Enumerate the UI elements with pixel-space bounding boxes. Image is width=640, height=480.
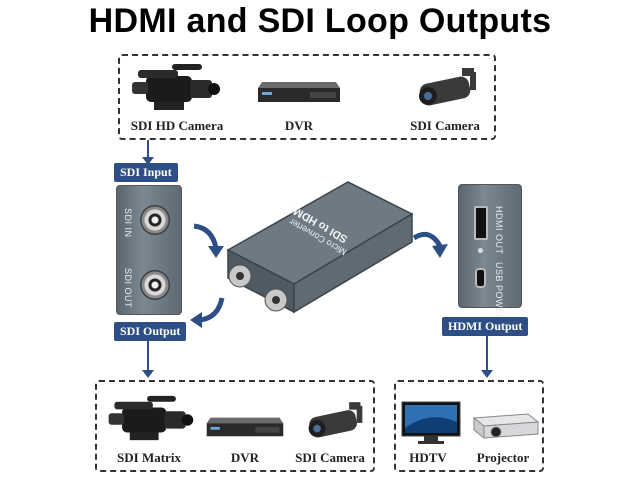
top-source-label: DVR bbox=[284, 118, 314, 133]
sdi-out-label: SDI OUT bbox=[123, 268, 133, 309]
arrow-down-icon bbox=[142, 157, 154, 165]
bottom-target-label: SDI Matrix bbox=[117, 450, 181, 465]
led-dot bbox=[478, 248, 483, 253]
connector-line bbox=[486, 335, 488, 374]
bottom-sdi-box bbox=[95, 380, 375, 472]
top-sources-box bbox=[118, 54, 496, 140]
bottom-target-label: HDTV bbox=[409, 450, 447, 465]
projector-icon bbox=[472, 413, 540, 440]
video-camera-icon bbox=[108, 395, 194, 441]
converter-device bbox=[226, 181, 414, 314]
arrow-down-icon bbox=[142, 370, 154, 378]
curved-arrow-right-icon bbox=[193, 223, 224, 258]
curved-arrow-left-icon bbox=[190, 297, 225, 328]
top-source-label: SDI Camera bbox=[410, 118, 480, 133]
bottom-hdmi-box bbox=[394, 380, 544, 472]
sdi-in-label: SDI IN bbox=[123, 208, 133, 238]
connector-line bbox=[147, 340, 149, 374]
bottom-target-label: DVR bbox=[230, 450, 260, 465]
hdmi-output-tag: HDMI Output bbox=[442, 317, 529, 336]
tv-icon bbox=[401, 401, 461, 444]
page-title: HDMI and SDI Loop Outputs bbox=[88, 2, 552, 40]
curved-arrow-right-icon bbox=[412, 231, 448, 258]
video-camera-icon bbox=[132, 64, 220, 110]
cctv-camera-icon bbox=[419, 68, 476, 106]
dvr-icon bbox=[258, 82, 340, 102]
top-source-label: SDI HD Camera bbox=[130, 118, 224, 133]
hdmi-out-label: HDMI OUT bbox=[494, 206, 504, 255]
cctv-camera-icon bbox=[308, 402, 363, 438]
sdi-output-tag: SDI Output bbox=[114, 322, 187, 341]
connector-line bbox=[147, 140, 149, 162]
sdi-out-connector bbox=[140, 270, 170, 300]
dvr-icon bbox=[206, 417, 284, 437]
arrow-down-icon bbox=[481, 370, 493, 378]
bottom-target-label: SDI Camera bbox=[295, 450, 365, 465]
hdmi-port bbox=[474, 206, 488, 240]
hdmi-side-panel bbox=[458, 184, 522, 308]
sdi-input-tag: SDI Input bbox=[114, 163, 178, 182]
sdi-in-connector bbox=[140, 205, 170, 235]
usb-port bbox=[475, 268, 486, 288]
usb-power-label: USB POWER bbox=[494, 262, 504, 322]
bottom-target-label: Projector bbox=[476, 450, 530, 465]
